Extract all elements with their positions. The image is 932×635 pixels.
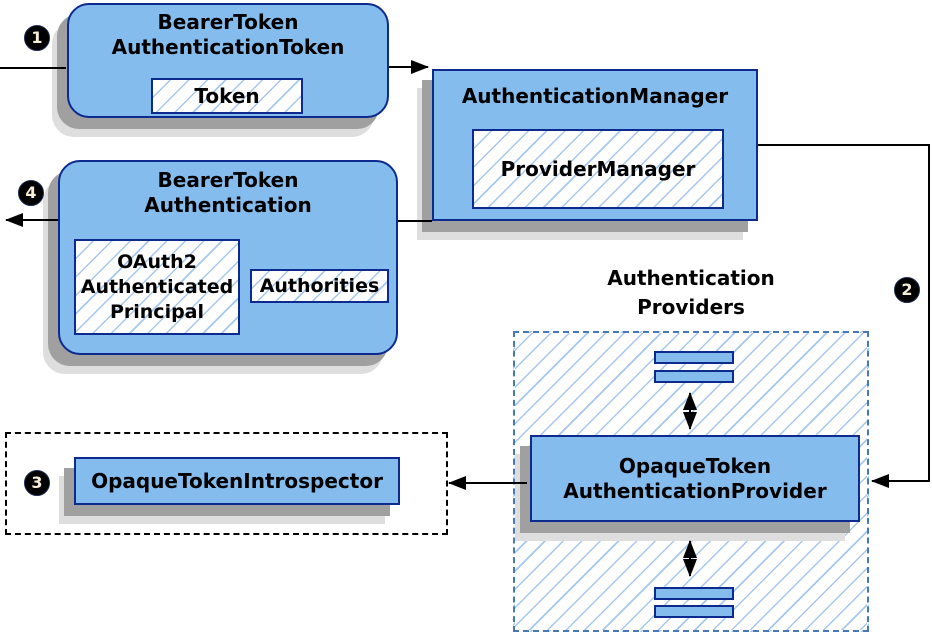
step-2-badge: 2 xyxy=(894,277,920,303)
principal-label-line1: OAuth2 xyxy=(117,250,197,273)
step-3-badge: 3 xyxy=(24,470,50,496)
step-4-badge: 4 xyxy=(18,180,44,206)
bearer-token-authentication-title-line1: BearerToken xyxy=(157,168,299,192)
bearer-token-authentication-title-line2: Authentication xyxy=(144,193,312,217)
opaque-token-introspector-title: OpaqueTokenIntrospector xyxy=(91,468,383,493)
principal-label-line2: Authenticated xyxy=(80,275,234,298)
opaque-token-introspector-group: OpaqueTokenIntrospector xyxy=(5,432,448,535)
token-box: Token xyxy=(151,78,303,114)
authentication-providers-group: OpaqueToken AuthenticationProvider xyxy=(513,331,869,632)
bearer-token-authentication-token-title-line2: AuthenticationToken xyxy=(111,35,345,59)
opaque-token-authentication-provider-title-line1: OpaqueToken xyxy=(618,453,772,478)
token-label: Token xyxy=(194,84,260,108)
provider-slot-bar xyxy=(654,351,734,364)
oauth2-authenticated-principal-box: OAuth2 Authenticated Principal xyxy=(74,239,240,335)
provider-manager-label: ProviderManager xyxy=(500,157,696,181)
authorities-box: Authorities xyxy=(250,269,389,303)
authentication-providers-label: Authentication Providers xyxy=(513,264,869,322)
provider-slot-bar xyxy=(654,370,734,383)
provider-manager-box: ProviderManager xyxy=(472,129,724,209)
authentication-providers-label-line1: Authentication xyxy=(607,266,775,290)
authentication-providers-label-line2: Providers xyxy=(637,295,745,319)
authentication-manager-node: AuthenticationManager ProviderManager xyxy=(432,69,758,221)
principal-label-line3: Principal xyxy=(109,300,205,323)
opaque-token-authentication-provider-title-line2: AuthenticationProvider xyxy=(563,478,827,503)
bearer-token-authentication-token-node: BearerToken AuthenticationToken Token xyxy=(67,3,389,118)
opaque-token-introspector-node: OpaqueTokenIntrospector xyxy=(74,457,400,505)
bearer-token-authentication-node: BearerToken Authentication OAuth2 Authen… xyxy=(58,160,398,355)
authorities-label: Authorities xyxy=(259,275,380,297)
opaque-token-authentication-provider-node: OpaqueToken AuthenticationProvider xyxy=(530,435,860,522)
provider-slot-bar xyxy=(654,605,734,618)
step-1-badge: 1 xyxy=(24,25,50,51)
bearer-token-authentication-token-title-line1: BearerToken xyxy=(157,10,299,34)
provider-slot-bar xyxy=(654,587,734,600)
authentication-manager-title: AuthenticationManager xyxy=(461,84,729,108)
